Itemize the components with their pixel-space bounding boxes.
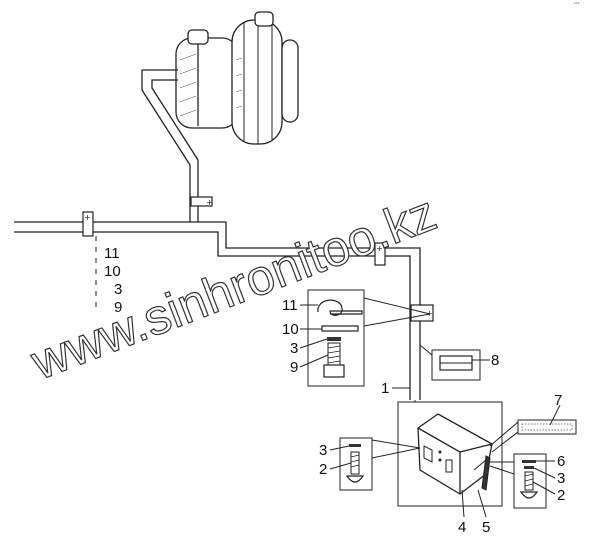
- module-detail-box: [397, 400, 503, 507]
- callout-left-fastener-2: 2: [319, 461, 327, 478]
- callout-5: 5: [482, 519, 490, 536]
- hose-detail-box: [419, 344, 481, 381]
- pipe-clamp-left: [82, 211, 94, 237]
- callout-6: 6: [557, 453, 565, 470]
- callout-left-10: 10: [104, 263, 121, 280]
- callout-right-fastener-2: 2: [557, 487, 565, 504]
- callout-1: 1: [381, 380, 389, 397]
- callout-4: 4: [458, 519, 466, 536]
- callout-clamp-10: 10: [282, 321, 299, 338]
- brake-pipe-upper: [141, 69, 199, 222]
- callout-left-9: 9: [114, 299, 122, 316]
- pipe-clamp-upper: [190, 196, 213, 207]
- callout-7: 7: [554, 392, 562, 409]
- svg-text:+: +: [84, 213, 91, 222]
- leader-lines: [299, 304, 561, 518]
- callout-left-fastener-3: 3: [319, 442, 327, 459]
- fastener-box-right: [489, 453, 547, 509]
- brake-pipe-main: [14, 221, 421, 400]
- air-chamber-drawing: [175, 11, 299, 145]
- callout-left-11: 11: [104, 245, 120, 262]
- strip-detail-box: [489, 419, 577, 453]
- callout-clamp-11: 11: [282, 297, 298, 314]
- callout-right-fastener-3: 3: [557, 470, 565, 487]
- pipe-clamp-bend: [374, 242, 386, 266]
- corner-mark: ·°°°: [572, 2, 580, 8]
- svg-text:+: +: [206, 198, 213, 207]
- callout-clamp-3: 3: [290, 340, 298, 357]
- clamp-detail-box: [307, 289, 431, 387]
- svg-text:+: +: [376, 244, 383, 253]
- callout-clamp-9: 9: [290, 359, 298, 376]
- callout-8: 8: [491, 352, 499, 369]
- pipe-clamp-vertical: [410, 304, 434, 322]
- callout-left-3: 3: [114, 281, 122, 298]
